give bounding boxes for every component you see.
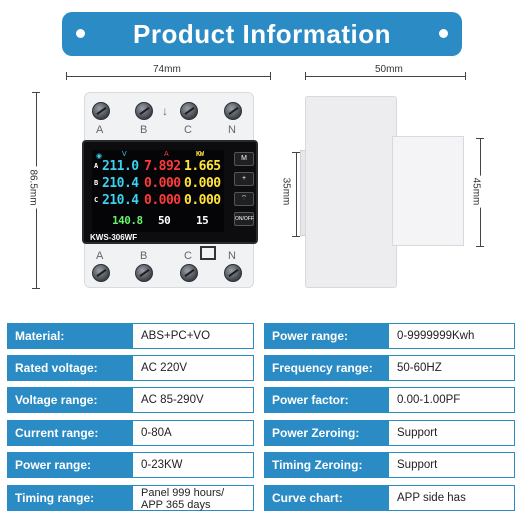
terminal-label: A <box>96 124 104 136</box>
energy-reading: 140.8 <box>112 214 143 227</box>
spec-label: Timing Zeroing: <box>264 452 388 478</box>
screw-terminal-icon <box>92 264 110 282</box>
spec-value: ABS+PC+VO <box>132 323 254 349</box>
spec-value: APP side has <box>388 485 515 511</box>
spec-label: Voltage range: <box>7 387 132 413</box>
onoff-button: ON/OFF <box>234 212 254 226</box>
dimension-tick <box>465 72 466 80</box>
power-reading: 0.000 <box>184 176 221 191</box>
spec-value: AC 220V <box>132 355 254 381</box>
terminal-label: N <box>228 124 236 136</box>
screw-terminal-icon <box>92 102 110 120</box>
dimension-tick <box>292 236 300 237</box>
spec-value: 0-23KW <box>132 452 254 478</box>
volt-unit: V <box>122 151 127 158</box>
temperature-reading: 15 <box>196 214 209 227</box>
bracket-icon <box>200 246 216 260</box>
spec-label: Power range: <box>7 452 132 478</box>
wifi-icon: ◉ <box>96 153 103 160</box>
frequency-reading: 50 <box>158 214 171 227</box>
dot-icon <box>76 29 85 38</box>
spec-label: Power range: <box>264 323 388 349</box>
mode-button: M <box>234 152 254 166</box>
terminal-label: N <box>228 250 236 262</box>
spec-label: Timing range: <box>7 485 132 511</box>
spec-value: Support <box>388 420 515 446</box>
terminal-label: C <box>184 250 192 262</box>
dimension-tick <box>32 288 40 289</box>
screw-terminal-icon <box>135 264 153 282</box>
dimension-line <box>66 76 270 77</box>
dimension-line <box>305 76 465 77</box>
spec-value: Support <box>388 452 515 478</box>
plus-button: + <box>234 172 254 186</box>
side-width-label: 50mm <box>372 64 406 75</box>
spec-value: 0-80A <box>132 420 254 446</box>
spec-value: 0-9999999Kwh <box>388 323 515 349</box>
inner-depth-label: 35mm <box>280 175 292 208</box>
page-title: Product Information <box>133 19 391 49</box>
dimension-tick <box>270 72 271 80</box>
front-height-label: 86.5mm <box>27 166 39 209</box>
voltage-reading: 210.4 <box>102 176 139 191</box>
front-width-label: 74mm <box>150 64 184 75</box>
spec-label: Power Zeroing: <box>264 420 388 446</box>
terminal-label: C <box>184 124 192 136</box>
screw-terminal-icon <box>224 264 242 282</box>
arrow-down-icon: ↓ <box>162 104 168 118</box>
outer-depth-label: 45mm <box>470 175 482 208</box>
spec-value-line: Panel 999 hours/ <box>141 487 225 499</box>
kw-header: KW <box>196 150 204 158</box>
spec-value: AC 85-290V <box>132 387 254 413</box>
power-reading: 0.000 <box>184 193 221 208</box>
voltage-reading: 211.0 <box>102 159 139 174</box>
spec-value-line: APP 365 days <box>141 499 211 511</box>
screw-terminal-icon <box>135 102 153 120</box>
phase-label: B <box>94 179 98 187</box>
spec-value: 50-60HZ <box>388 355 515 381</box>
screw-terminal-icon <box>180 102 198 120</box>
screw-terminal-icon <box>180 264 198 282</box>
lcd-screen: ◉ V A KW A 211.0 7.892 1.665 B 210.4 0.0… <box>92 150 224 232</box>
device-side-body <box>392 136 464 246</box>
spec-value: Panel 999 hours/ APP 365 days <box>132 485 254 511</box>
device-side <box>305 96 397 288</box>
power-reading: 1.665 <box>184 159 221 174</box>
spec-label: Curve chart: <box>264 485 388 511</box>
dimension-line <box>296 152 297 236</box>
title-banner: Product Information <box>62 12 462 56</box>
current-reading: 7.892 <box>144 159 181 174</box>
spec-label: Current range: <box>7 420 132 446</box>
spec-label: Material: <box>7 323 132 349</box>
voltage-reading: 210.4 <box>102 193 139 208</box>
current-reading: 0.000 <box>144 193 181 208</box>
spec-label: Power factor: <box>264 387 388 413</box>
model-label: KWS-306WF <box>90 233 138 242</box>
dot-icon <box>439 29 448 38</box>
phase-label: C <box>94 196 98 204</box>
terminal-label: B <box>140 250 148 262</box>
spec-label: Frequency range: <box>264 355 388 381</box>
screw-terminal-icon <box>224 102 242 120</box>
spec-value: 0.00-1.00PF <box>388 387 515 413</box>
amp-unit: A <box>164 151 169 158</box>
current-reading: 0.000 <box>144 176 181 191</box>
terminal-label: B <box>140 124 148 136</box>
terminal-label: A <box>96 250 104 262</box>
phase-label: A <box>94 162 98 170</box>
dimension-tick <box>476 246 484 247</box>
wifi-button: ⌔ <box>234 192 254 206</box>
spec-label: Rated voltage: <box>7 355 132 381</box>
display-panel: ◉ V A KW A 211.0 7.892 1.665 B 210.4 0.0… <box>82 140 258 244</box>
